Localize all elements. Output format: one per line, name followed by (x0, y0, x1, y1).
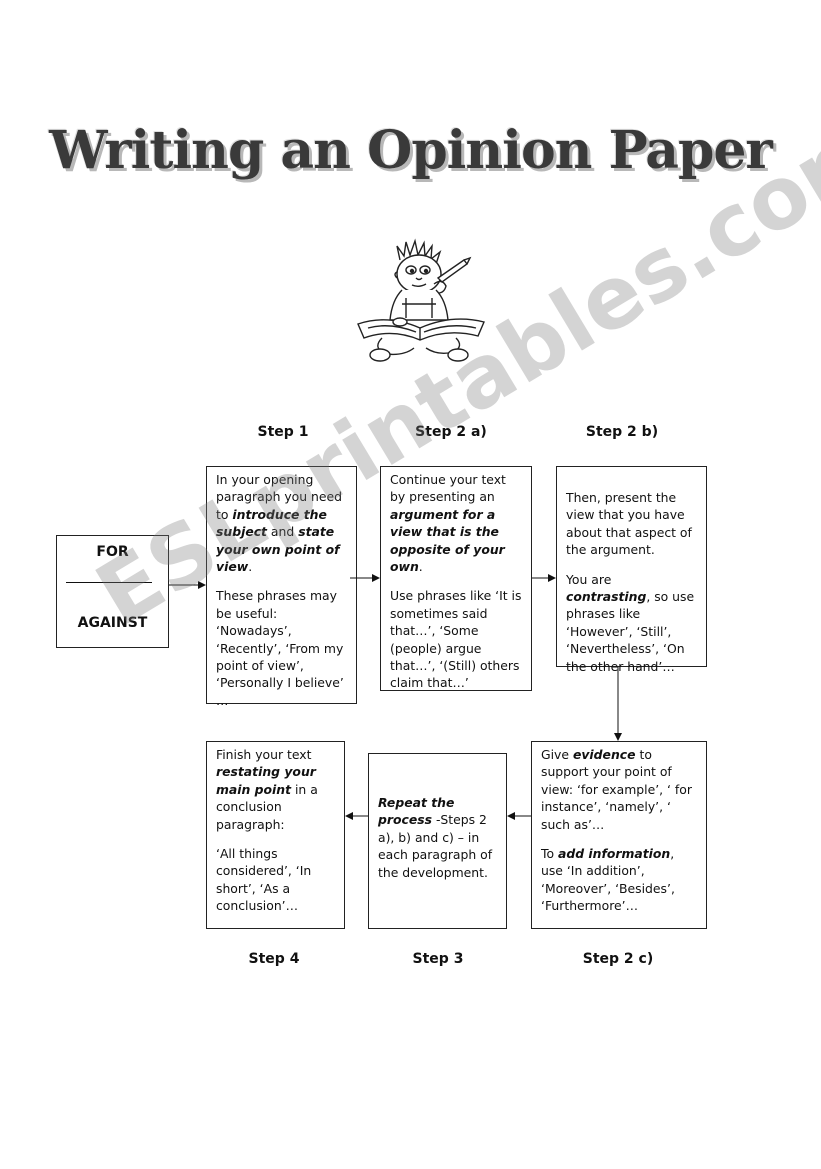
step-4-box: Finish your text restating your main poi… (206, 741, 345, 929)
step-2a-box: Continue your text by presenting an argu… (380, 466, 532, 691)
boy-reading-illustration (357, 238, 485, 362)
step-4-intro-text: Finish your text restating your main poi… (216, 747, 318, 832)
step-4-phrases-text: ‘All things considered’, ‘In short’, ‘As… (216, 846, 312, 914)
step-2b-label: Step 2 b) (585, 424, 659, 440)
step-2b-phrases-text: You are contrasting, so use phrases like… (566, 571, 695, 674)
step-4-label: Step 4 (248, 951, 300, 967)
step-1-label: Step 1 (257, 424, 309, 440)
for-against-box: FOR AGAINST (56, 535, 169, 648)
step-3-text: Repeat the process -Steps 2 a), b) and c… (378, 795, 493, 880)
step-2b-box: Then, present the view that you have abo… (556, 466, 707, 674)
step-1-phrases-text: These phrases may be useful: ‘Nowadays’,… (216, 588, 344, 708)
step-1-intro-text: In your opening paragraph you need to in… (216, 472, 343, 575)
step-3-box: Repeat the process -Steps 2 a), b) and c… (368, 753, 507, 929)
step-2a-intro-text: Continue your text by presenting an argu… (390, 472, 506, 575)
page-title: Writing an Opinion Paper (49, 120, 773, 181)
step-2c-intro-text: Give evidence to support your point of v… (541, 747, 692, 832)
step-2b-intro-text: Then, present the view that you have abo… (566, 490, 692, 558)
step-2a-label: Step 2 a) (415, 424, 487, 440)
step-2c-box: Give evidence to support your point of v… (531, 741, 707, 929)
step-2c-label: Step 2 c) (582, 951, 654, 967)
step-1-box: In your opening paragraph you need to in… (206, 466, 357, 708)
against-label: AGAINST (77, 615, 148, 631)
divider-line (66, 582, 152, 583)
for-label: FOR (96, 544, 129, 560)
step-3-label: Step 3 (412, 951, 464, 967)
step-2c-phrases-text: To add information, use ‘In addition’, ‘… (541, 846, 675, 914)
step-2a-phrases-text: Use phrases like ‘It is sometimes said t… (390, 588, 522, 691)
